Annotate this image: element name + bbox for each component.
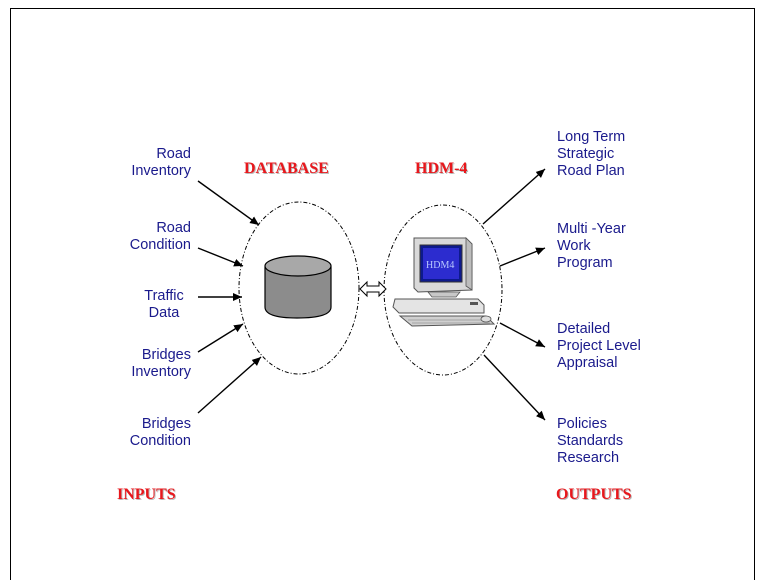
inputs-header: INPUTS [117, 486, 176, 503]
computer-workstation-icon: HDM4 [392, 237, 496, 327]
input-line: Inventory [131, 364, 191, 380]
output-line: Road Plan [557, 163, 625, 179]
double-arrow-connector [359, 280, 387, 298]
input-line: Bridges [141, 416, 191, 432]
input-arrow-road-condition [197, 247, 244, 267]
input-line: Road [156, 146, 191, 162]
screen-label: HDM4 [426, 260, 454, 271]
output-line: Program [557, 255, 613, 271]
output-line: Project Level [557, 338, 641, 354]
input-line: Condition [129, 237, 191, 253]
output-project-appraisal: Detailed Project Level Appraisal [557, 321, 641, 372]
input-arrow-road-inventory [197, 180, 260, 226]
output-arrow-policies [483, 354, 546, 421]
output-line: Detailed [557, 321, 611, 337]
output-line: Appraisal [557, 355, 618, 371]
input-line: Data [148, 305, 180, 321]
input-bridges-inventory: Bridges Inventory [131, 347, 191, 381]
database-cylinder-icon [264, 255, 332, 319]
input-line: Inventory [131, 163, 191, 179]
outputs-header: OUTPUTS [556, 486, 632, 503]
input-arrow-bridges-condition [197, 356, 262, 414]
input-line: Road [156, 220, 191, 236]
input-road-condition: Road Condition [130, 220, 191, 254]
input-bridges-condition: Bridges Condition [130, 416, 191, 450]
output-policies-standards-research: Policies Standards Research [557, 416, 623, 467]
output-arrow-project-appraisal [499, 322, 546, 348]
output-line: Standards [557, 433, 624, 449]
input-line: Condition [129, 433, 191, 449]
output-line: Work [557, 238, 591, 254]
output-line: Long Term [557, 129, 626, 145]
output-line: Research [557, 450, 620, 466]
output-arrow-work-program [499, 247, 546, 267]
output-work-program: Multi -Year Work Program [557, 221, 626, 272]
input-road-inventory: Road Inventory [131, 146, 191, 180]
hdm4-header: HDM-4 [415, 160, 468, 177]
database-header: DATABASE [244, 160, 329, 177]
output-line: Policies [557, 416, 607, 432]
input-line: Traffic [144, 288, 184, 304]
output-line: Strategic [557, 146, 615, 162]
output-line: Multi -Year [557, 221, 626, 237]
output-strategic-road-plan: Long Term Strategic Road Plan [557, 129, 625, 180]
output-arrow-strategic-plan [482, 168, 546, 225]
database-oval [238, 201, 360, 375]
input-traffic-data: Traffic Data [131, 288, 197, 322]
slide-frame [10, 8, 755, 580]
input-line: Bridges [141, 347, 191, 363]
input-arrow-bridges-inventory [197, 323, 244, 353]
